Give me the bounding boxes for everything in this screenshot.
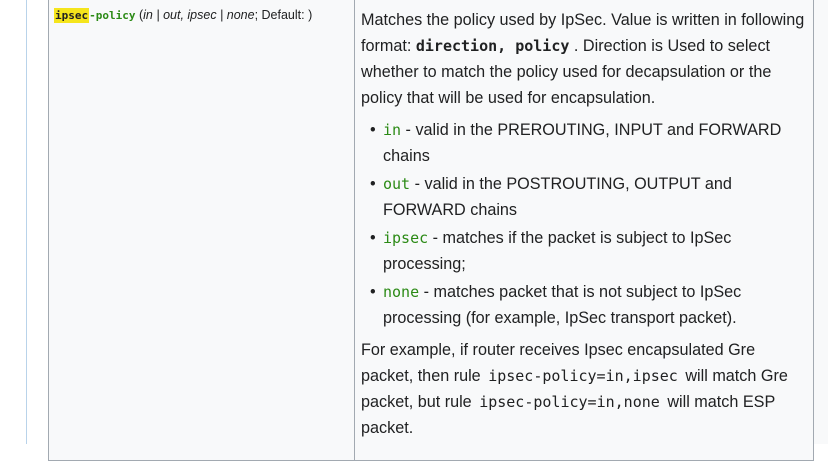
format-code: direction, policy [415, 37, 570, 55]
page-right-gutter [813, 0, 828, 444]
option-list: in - valid in the PREROUTING, INPUT and … [361, 117, 807, 331]
option-keyword: in [383, 121, 402, 139]
property-name-cell: ipsec-policy (in | out, ipsec | none; De… [48, 0, 355, 461]
property-description-cell: Matches the policy used by IpSec. Value … [354, 0, 814, 461]
option-keyword: none [383, 283, 420, 301]
properties-table: ipsec-policy (in | out, ipsec | none; De… [48, 0, 814, 461]
option-keyword: ipsec [383, 229, 429, 247]
option-keyword: out [383, 175, 411, 193]
list-item: ipsec - matches if the packet is subject… [370, 225, 807, 277]
property-name: ipsec-policy [54, 8, 135, 23]
example-code: ipsec-policy=in,none [476, 393, 663, 411]
property-name-suffix: -policy [89, 9, 136, 22]
property-meta: (in | out, ipsec | none; Default: ) [138, 8, 313, 22]
list-item: none - matches packet that is not subjec… [370, 279, 807, 331]
list-item: in - valid in the PREROUTING, INPUT and … [370, 117, 807, 169]
description-intro: Matches the policy used by IpSec. Value … [361, 11, 805, 107]
example-code: ipsec-policy=in,ipsec [485, 367, 681, 385]
page-border-line [26, 0, 27, 444]
table-row: ipsec-policy (in | out, ipsec | none; De… [48, 0, 814, 461]
list-item: out - valid in the POSTROUTING, OUTPUT a… [370, 171, 807, 223]
description-example: For example, if router receives Ipsec en… [361, 341, 788, 437]
search-highlight: ipsec [54, 8, 90, 23]
